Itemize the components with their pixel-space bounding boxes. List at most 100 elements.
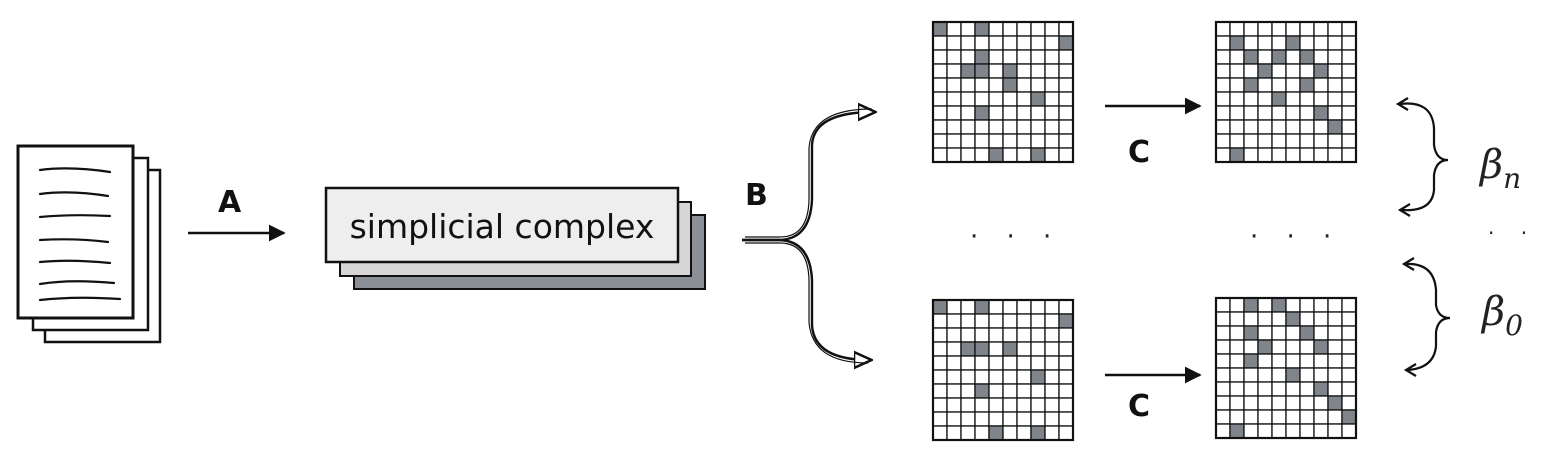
- matrix-cell: [1058, 299, 1074, 315]
- matrix-cell: [1215, 21, 1231, 37]
- matrix-cell: [1030, 411, 1046, 427]
- matrix-cell: [946, 91, 962, 107]
- matrix-cell: [1002, 313, 1018, 329]
- matrix-cell: [1285, 119, 1301, 135]
- matrix-cell: [1341, 381, 1357, 397]
- matrix-cell: [1002, 383, 1018, 399]
- matrix-cell: [1058, 105, 1074, 121]
- matrix-cell: [932, 49, 948, 65]
- matrix-cell: [1327, 339, 1343, 355]
- matrix-cell: [960, 383, 976, 399]
- matrix-cell: [1327, 367, 1343, 383]
- matrix-cell: [974, 91, 990, 107]
- matrix-cell: [932, 397, 948, 413]
- matrix-cell-filled: [1030, 369, 1046, 385]
- matrix-cell-filled: [974, 341, 990, 357]
- matrix-cell: [1313, 409, 1329, 425]
- matrix-frame: [931, 20, 1075, 164]
- matrix-cell: [1285, 133, 1301, 149]
- matrix-frame: [931, 298, 1075, 442]
- arrow-c-top: C: [1105, 97, 1202, 170]
- matrix-cell: [1271, 423, 1287, 439]
- matrix-cell: [1229, 381, 1245, 397]
- matrix-cell-filled: [1313, 105, 1329, 121]
- matrix-cell: [1271, 325, 1287, 341]
- matrix-cell: [1327, 297, 1343, 313]
- matrix-cell: [1058, 49, 1074, 65]
- matrix-cell: [1285, 21, 1301, 37]
- matrix-cell: [1215, 105, 1231, 121]
- matrix-cell: [1229, 49, 1245, 65]
- matrix-cell: [1016, 383, 1032, 399]
- matrix-cell: [960, 133, 976, 149]
- matrix-cell-filled: [960, 341, 976, 357]
- matrix-cell: [932, 369, 948, 385]
- matrix-cell: [946, 49, 962, 65]
- matrix-cell: [1002, 411, 1018, 427]
- matrix-cell: [960, 411, 976, 427]
- matrix-cell: [1002, 21, 1018, 37]
- ellipsis-middle: · · ·: [970, 222, 1061, 252]
- matrix-cell-filled: [1271, 91, 1287, 107]
- matrix-cell: [974, 411, 990, 427]
- matrix-cell: [974, 355, 990, 371]
- matrix-cell: [974, 327, 990, 343]
- matrix-cell-filled: [1313, 381, 1329, 397]
- matrix-cell: [1243, 311, 1259, 327]
- matrix-cell: [1299, 21, 1315, 37]
- matrix-cell-filled: [974, 299, 990, 315]
- matrix-cell: [1215, 339, 1231, 355]
- matrix-cell: [988, 341, 1004, 357]
- matrix-cell: [946, 397, 962, 413]
- matrix-cell: [988, 369, 1004, 385]
- matrix-cell: [988, 327, 1004, 343]
- matrix-frame: [1214, 20, 1358, 164]
- matrix-cell: [1002, 49, 1018, 65]
- matrix-cell: [1229, 409, 1245, 425]
- matrix-cell: [946, 35, 962, 51]
- matrix-cell: [932, 327, 948, 343]
- matrix-cell: [946, 119, 962, 135]
- matrix-cell: [1299, 147, 1315, 163]
- matrix-cell: [1299, 395, 1315, 411]
- matrix-cell: [1002, 355, 1018, 371]
- matrix-cell: [960, 21, 976, 37]
- ellipsis-right: · · ·: [1250, 222, 1341, 252]
- arrow-b-label: B: [745, 178, 768, 213]
- matrix-cell: [1243, 119, 1259, 135]
- betti-brace-top: βn: [1395, 97, 1521, 217]
- matrix-cell-filled: [1243, 325, 1259, 341]
- matrix-cell: [988, 21, 1004, 37]
- matrix-cell: [1002, 299, 1018, 315]
- matrix-cell: [1058, 383, 1074, 399]
- matrix-cell: [1030, 383, 1046, 399]
- matrix-cell: [1327, 311, 1343, 327]
- matrix-cell: [946, 77, 962, 93]
- matrix-cell: [1016, 341, 1032, 357]
- matrix-cell: [974, 147, 990, 163]
- matrix-cell: [932, 105, 948, 121]
- matrix-cell: [1215, 147, 1231, 163]
- matrix-cell: [960, 91, 976, 107]
- matrix-cell: [1016, 133, 1032, 149]
- matrix-cell: [946, 105, 962, 121]
- matrix-cell-filled: [974, 21, 990, 37]
- matrix-cell: [1299, 311, 1315, 327]
- matrix-cell: [960, 119, 976, 135]
- matrix-cell: [1229, 91, 1245, 107]
- matrix-cell: [1243, 63, 1259, 79]
- matrix-cell: [1044, 369, 1060, 385]
- matrix-cell: [1313, 325, 1329, 341]
- matrix-cell: [1243, 381, 1259, 397]
- matrix-cell: [988, 397, 1004, 413]
- matrix-cell: [1299, 133, 1315, 149]
- matrix-cell: [1271, 409, 1287, 425]
- matrix-cell: [1215, 77, 1231, 93]
- matrix-cell-filled: [1285, 311, 1301, 327]
- matrix-cell: [1327, 147, 1343, 163]
- matrix-cell-filled: [1327, 119, 1343, 135]
- matrix-cell: [1257, 49, 1273, 65]
- matrix-cell: [960, 313, 976, 329]
- matrix-cell: [1058, 425, 1074, 441]
- matrix-cell: [1313, 395, 1329, 411]
